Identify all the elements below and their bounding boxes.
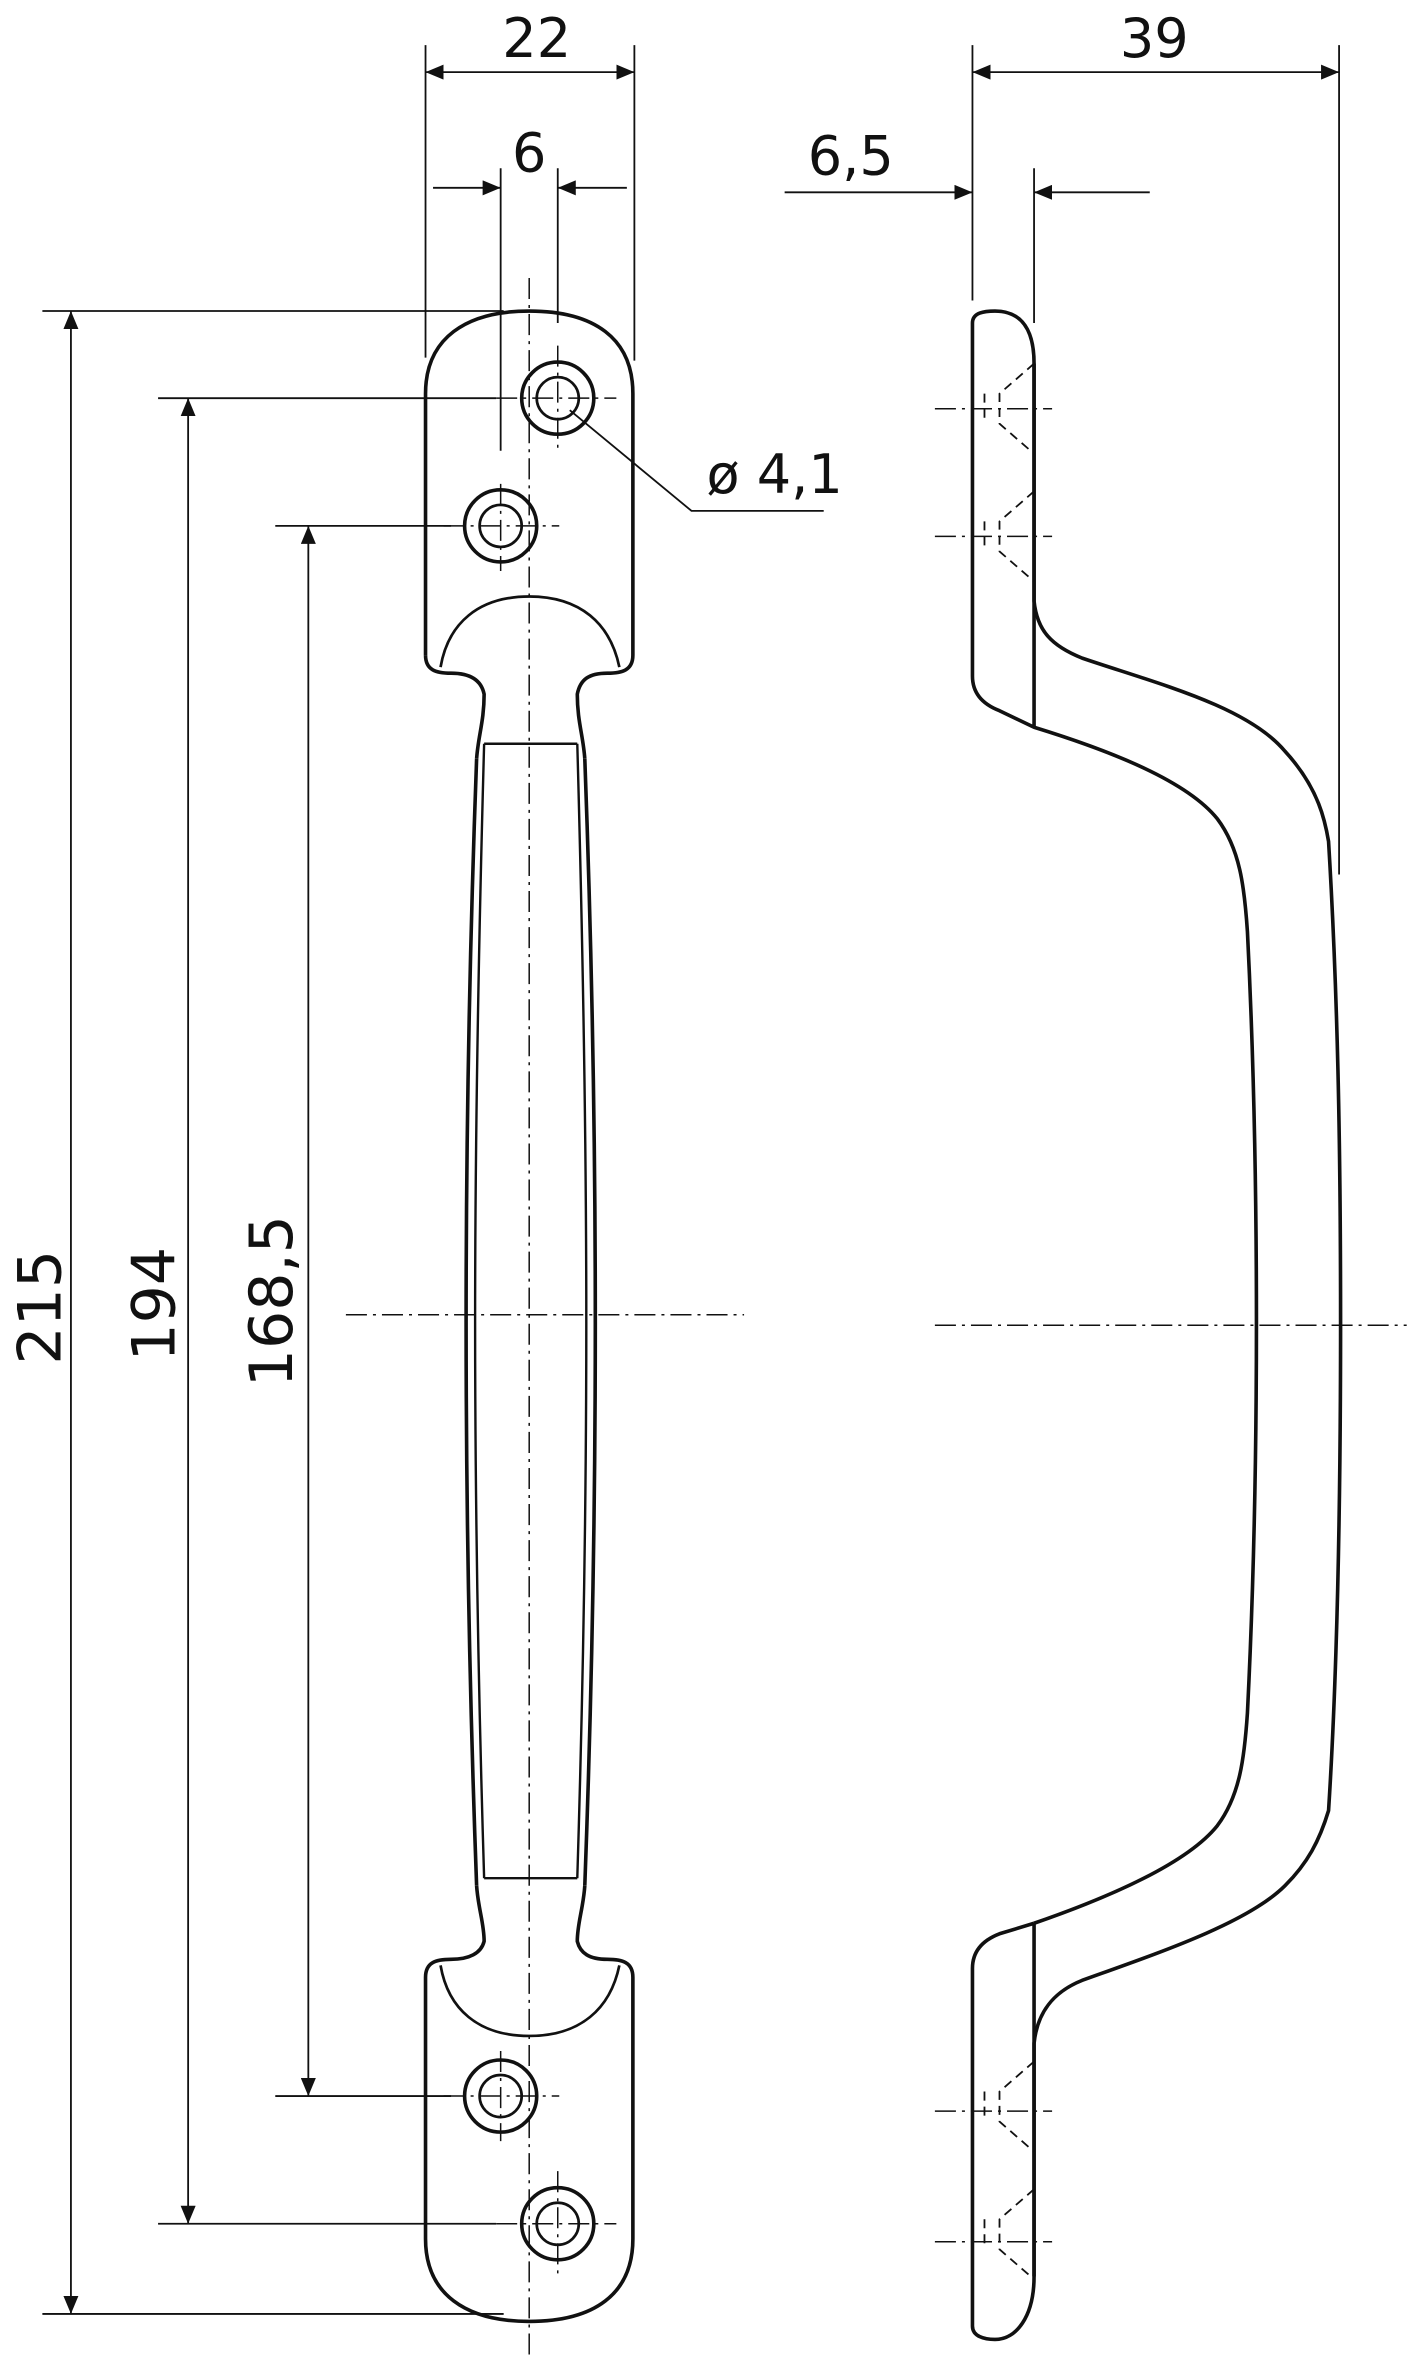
dim-thickness-6-5: 6,5 [808, 124, 894, 187]
dim-hole-diameter: ø 4,1 [707, 443, 843, 506]
front-top-plate-outline-left [423, 654, 486, 759]
dim-length-215: 215 [5, 1250, 75, 1365]
dim-width-22: 22 [502, 7, 571, 70]
side-center-lines [934, 407, 1407, 2243]
dim-span-168-5: 168,5 [237, 1215, 307, 1387]
dim-depth-39: 39 [1120, 7, 1189, 70]
front-handle-bar-right [582, 758, 598, 1886]
side-countersinks [983, 362, 1035, 2281]
front-top-plate-outline [423, 309, 635, 759]
front-center-lines [345, 277, 745, 2356]
front-handle-inner-right [576, 743, 588, 1879]
dim-span-194: 194 [120, 1247, 190, 1362]
front-bottom-plate-outline [423, 1885, 635, 2324]
front-handle-inner-left [473, 743, 486, 1879]
side-outline-outer [1032, 363, 1343, 2277]
side-outline-inner [1033, 725, 1259, 1925]
side-top-plate [970, 309, 1036, 730]
dimension-lines [42, 45, 1340, 2315]
dim-hole-offset-6: 6 [512, 121, 546, 184]
side-bottom-plate [970, 1921, 1036, 2342]
front-handle-bar-left [464, 758, 479, 1886]
